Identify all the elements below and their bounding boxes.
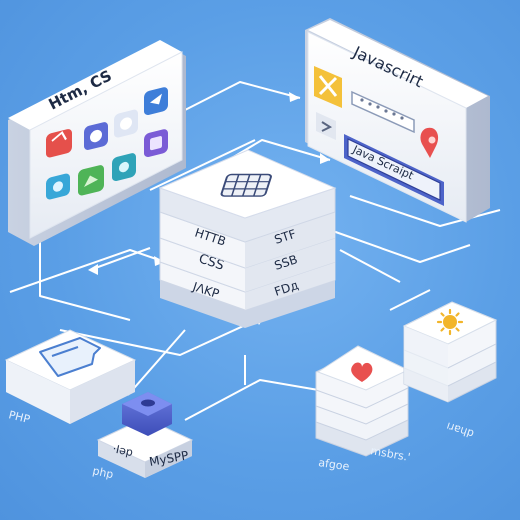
mid-caption: msbrs.': [369, 444, 411, 464]
right-caption: ıɹɐɥp: [445, 418, 476, 439]
purple-app-icon: [84, 122, 108, 150]
connector-html-to-js: [184, 81, 301, 111]
connector-lines: [9, 81, 501, 421]
sun-icon: [436, 308, 464, 336]
red-app-icon: [46, 129, 72, 158]
connector-php-to-server: [59, 315, 266, 356]
javascript-panel: Javascrirt Java Scraipt: [305, 18, 490, 223]
white-app-icon: [114, 109, 138, 138]
connector-left-arrowline: [89, 247, 151, 271]
connector-server-right2: [339, 249, 401, 283]
server-layer-1-right-label: SТF: [273, 227, 298, 247]
teal-app-icon: [112, 153, 136, 181]
stack-caption: afgoe: [318, 456, 351, 473]
js-location-pin-icon: [420, 127, 439, 158]
connector-left-diag: [149, 139, 256, 191]
heart-icon: [351, 362, 373, 382]
arrow-to-js-panel: [289, 92, 300, 102]
connector-php-up: [127, 329, 186, 396]
php-caption: PHP: [7, 408, 31, 426]
connector-left-down: [39, 232, 131, 321]
connector-server-right: [329, 229, 471, 263]
cyan-app-icon: [46, 173, 70, 200]
heart-stack: [315, 345, 410, 457]
connector-js-to-right: [349, 195, 501, 227]
php-box: [4, 329, 137, 424]
arrow-left-mid: [88, 264, 98, 275]
app-icon-grid: [46, 87, 168, 200]
db-tag: ·Iəp: [111, 442, 134, 459]
js-play-icon: [316, 112, 336, 140]
heart-stack-layers: [315, 345, 410, 457]
php-caption-lower: php: [91, 464, 114, 481]
js-input-field: [351, 90, 415, 134]
database-block: ·Iəp MySPP: [96, 392, 194, 478]
server-layer-2: CSS SSB: [159, 237, 336, 293]
connector-left-mid: [9, 249, 166, 293]
blue-app-icon: [144, 87, 168, 116]
sun-stack: [402, 301, 498, 403]
server-stack: JΛKP FDд CSS SSB HTTB SТF: [158, 149, 337, 328]
connector-right-link: [389, 289, 431, 311]
connector-db-to-stack: [184, 379, 331, 421]
js-close-icon: [314, 66, 342, 108]
green-app-icon: [78, 165, 104, 196]
db-cube-icon: [122, 392, 172, 436]
arrow-to-badge: [320, 153, 330, 164]
db-name: MySPP: [148, 448, 189, 469]
server-layer-2-right-label: SSB: [273, 252, 300, 273]
grid-icon: [220, 173, 272, 197]
violet-app-icon: [144, 129, 168, 158]
server-top: [158, 149, 337, 243]
chat-bubble-icon: [39, 337, 101, 377]
html-css-panel: Htm, CS: [8, 40, 186, 246]
